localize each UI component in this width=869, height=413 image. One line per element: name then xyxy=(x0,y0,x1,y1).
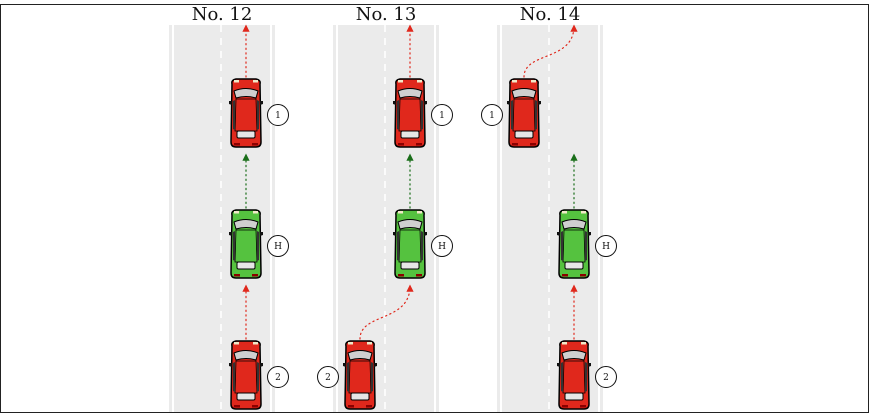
scenario-title: No. 12 xyxy=(192,4,253,25)
car-H xyxy=(228,209,264,279)
vehicle-label-2: 2 xyxy=(317,366,339,388)
label-text: 2 xyxy=(603,373,609,383)
vehicle-label-2: 2 xyxy=(595,366,617,388)
label-text: H xyxy=(274,242,282,252)
label-circle xyxy=(595,235,617,257)
label-text: 2 xyxy=(325,373,331,383)
label-circle xyxy=(431,104,453,126)
label-text: 1 xyxy=(489,111,495,121)
vehicle-label-H: H xyxy=(595,235,617,257)
car-1 xyxy=(228,78,264,148)
scenario-title: No. 14 xyxy=(520,4,581,25)
label-circle xyxy=(481,104,503,126)
vehicle-label-1: 1 xyxy=(431,104,453,126)
car-2 xyxy=(342,340,378,410)
vehicle-label-H: H xyxy=(431,235,453,257)
car-H xyxy=(556,209,592,279)
label-circle xyxy=(267,235,289,257)
car-1 xyxy=(392,78,428,148)
vehicle-label-1: 1 xyxy=(267,104,289,126)
label-circle xyxy=(317,366,339,388)
label-circle xyxy=(267,366,289,388)
car-H xyxy=(392,209,428,279)
label-text: H xyxy=(438,242,446,252)
label-circle xyxy=(431,235,453,257)
label-text: 1 xyxy=(275,111,281,121)
vehicle-label-1: 1 xyxy=(481,104,503,126)
car-2 xyxy=(228,340,264,410)
scenario-2: No. 13 1H 2 xyxy=(317,4,453,412)
scenario-3: No. 14 1H 2 xyxy=(481,4,617,412)
scenario-1: No. 12 1H 2 xyxy=(169,4,289,412)
label-circle xyxy=(595,366,617,388)
label-circle xyxy=(267,104,289,126)
label-text: 1 xyxy=(439,111,445,121)
car-1 xyxy=(506,78,542,148)
label-text: H xyxy=(602,242,610,252)
label-text: 2 xyxy=(275,373,281,383)
car-2 xyxy=(556,340,592,410)
vehicle-label-2: 2 xyxy=(267,366,289,388)
vehicle-label-H: H xyxy=(267,235,289,257)
scenario-title: No. 13 xyxy=(356,4,417,25)
